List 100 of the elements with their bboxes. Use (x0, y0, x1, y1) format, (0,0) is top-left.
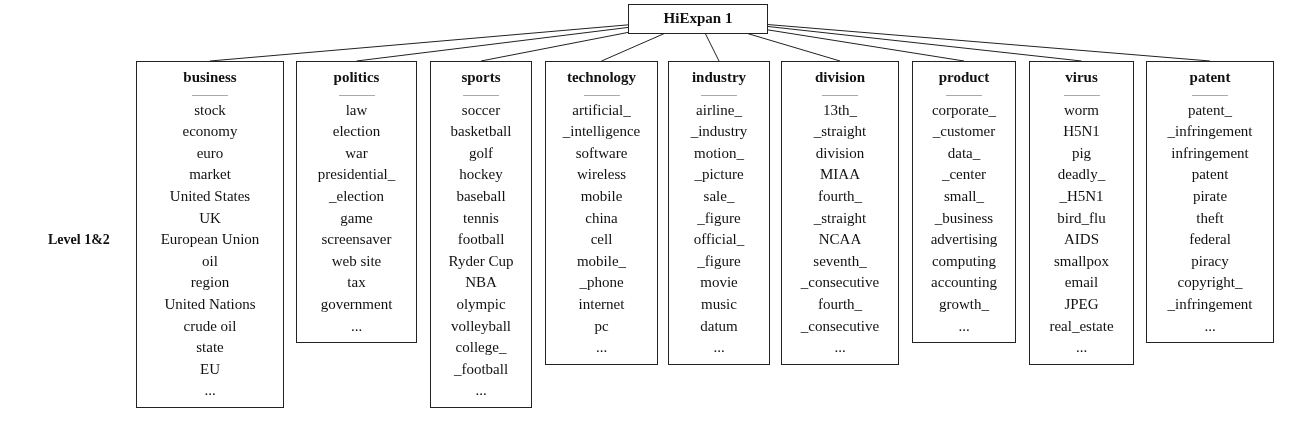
category-box (1029, 61, 1134, 365)
term-text: pc (594, 316, 609, 336)
term-text: _infringement (1167, 294, 1253, 314)
term-text: fourth_ (817, 186, 863, 206)
term-text: _picture (694, 165, 744, 185)
term-text: olympic (456, 294, 506, 314)
term-text: market (189, 165, 231, 185)
term-text: NCAA (818, 230, 862, 250)
term-text: movie (700, 273, 738, 293)
level-label: Level 1&2 (48, 232, 110, 248)
term-text: _customer (932, 122, 996, 142)
term-text: china (585, 208, 618, 228)
term-text: _consecutive (800, 316, 880, 336)
category-heading: product (938, 68, 990, 87)
term-text: bird_flu (1057, 208, 1106, 228)
term-text: presidential_ (317, 165, 396, 185)
term-text: official_ (693, 230, 745, 250)
term-text: game (340, 208, 373, 228)
connector-line (601, 33, 665, 62)
category-box (545, 61, 658, 365)
term-text: UK (199, 208, 221, 228)
term-text: deadly_ (1057, 165, 1106, 185)
term-text: sale_ (703, 186, 735, 206)
category-heading: virus (1065, 68, 1098, 87)
term-text: baseball (456, 186, 506, 206)
category-box (136, 61, 284, 408)
term-text: copyright_ (1177, 273, 1243, 293)
term-text: law (345, 100, 368, 120)
term-text: _intelligence (562, 122, 641, 142)
term-text: _business (934, 208, 994, 228)
term-text: real_estate (1049, 316, 1114, 336)
term-text: datum (700, 316, 738, 336)
term-text: _phone (579, 273, 624, 293)
term-text: euro (196, 143, 224, 163)
term-text: government (320, 294, 393, 314)
root-box (628, 4, 768, 34)
category-heading: division (815, 68, 865, 87)
term-text: _football (453, 359, 509, 379)
term-text: airline_ (696, 100, 742, 120)
category-box (912, 61, 1016, 344)
term-text: tax (347, 273, 366, 293)
term-text: data_ (947, 143, 981, 163)
term-text: tennis (463, 208, 499, 228)
term-text: wireless (576, 165, 627, 185)
term-text: internet (578, 294, 625, 314)
term-text: growth_ (939, 294, 989, 314)
category-heading: politics (333, 68, 380, 87)
term-text: _infringement (1167, 122, 1253, 142)
term-text: basketball (450, 122, 512, 142)
term-text: ... (475, 381, 487, 401)
category-box (296, 61, 417, 344)
term-text: corporate_ (931, 100, 997, 120)
category-box (668, 61, 770, 365)
term-text: college_ (455, 338, 507, 358)
term-text: music (701, 294, 737, 314)
root-label: HiExpan 1 (663, 9, 733, 28)
category-box (430, 61, 532, 408)
term-text: division (815, 143, 865, 163)
category-heading: patent (1189, 68, 1231, 87)
term-text: 13th_ (822, 100, 858, 120)
term-text: computing (931, 251, 997, 271)
term-text: mobile (580, 186, 623, 206)
term-text: infringement (1171, 143, 1249, 163)
term-text: pig (1071, 143, 1092, 163)
term-text: fourth_ (817, 294, 863, 314)
term-text: theft (1196, 208, 1224, 228)
term-text: _consecutive (800, 273, 880, 293)
term-text: federal (1189, 230, 1231, 250)
term-text: _figure (697, 208, 741, 228)
category-heading: business (183, 68, 237, 87)
category-heading: industry (691, 68, 747, 87)
term-text: _straight (813, 208, 867, 228)
term-text: volleyball (451, 316, 511, 336)
term-text: MIAA (820, 165, 860, 185)
term-text: AIDS (1064, 230, 1099, 250)
term-text: screensaver (321, 230, 392, 250)
term-text: patent_ (1187, 100, 1233, 120)
term-text: crude oil (183, 316, 237, 336)
term-text: soccer (461, 100, 501, 120)
term-text: _figure (697, 251, 741, 271)
term-text: election (332, 122, 381, 142)
term-text: ... (834, 338, 846, 358)
term-text: ... (204, 381, 216, 401)
term-text: advertising (930, 230, 998, 250)
term-text: _election (329, 186, 384, 206)
term-text: _center (941, 165, 987, 185)
category-box (781, 61, 899, 365)
term-text: _industry (690, 122, 748, 142)
term-text: mobile_ (576, 251, 627, 271)
term-text: ... (350, 316, 363, 336)
term-text: JPEG (1064, 294, 1099, 314)
term-text: economy (182, 122, 238, 142)
category-heading: technology (566, 68, 637, 87)
term-text: NBA (465, 273, 497, 293)
term-text: smallpox (1054, 251, 1109, 271)
term-text: EU (200, 359, 220, 379)
term-text: war (345, 143, 368, 163)
term-text: accounting (931, 273, 997, 293)
term-text: email (1064, 273, 1099, 293)
term-text: ... (595, 338, 608, 358)
